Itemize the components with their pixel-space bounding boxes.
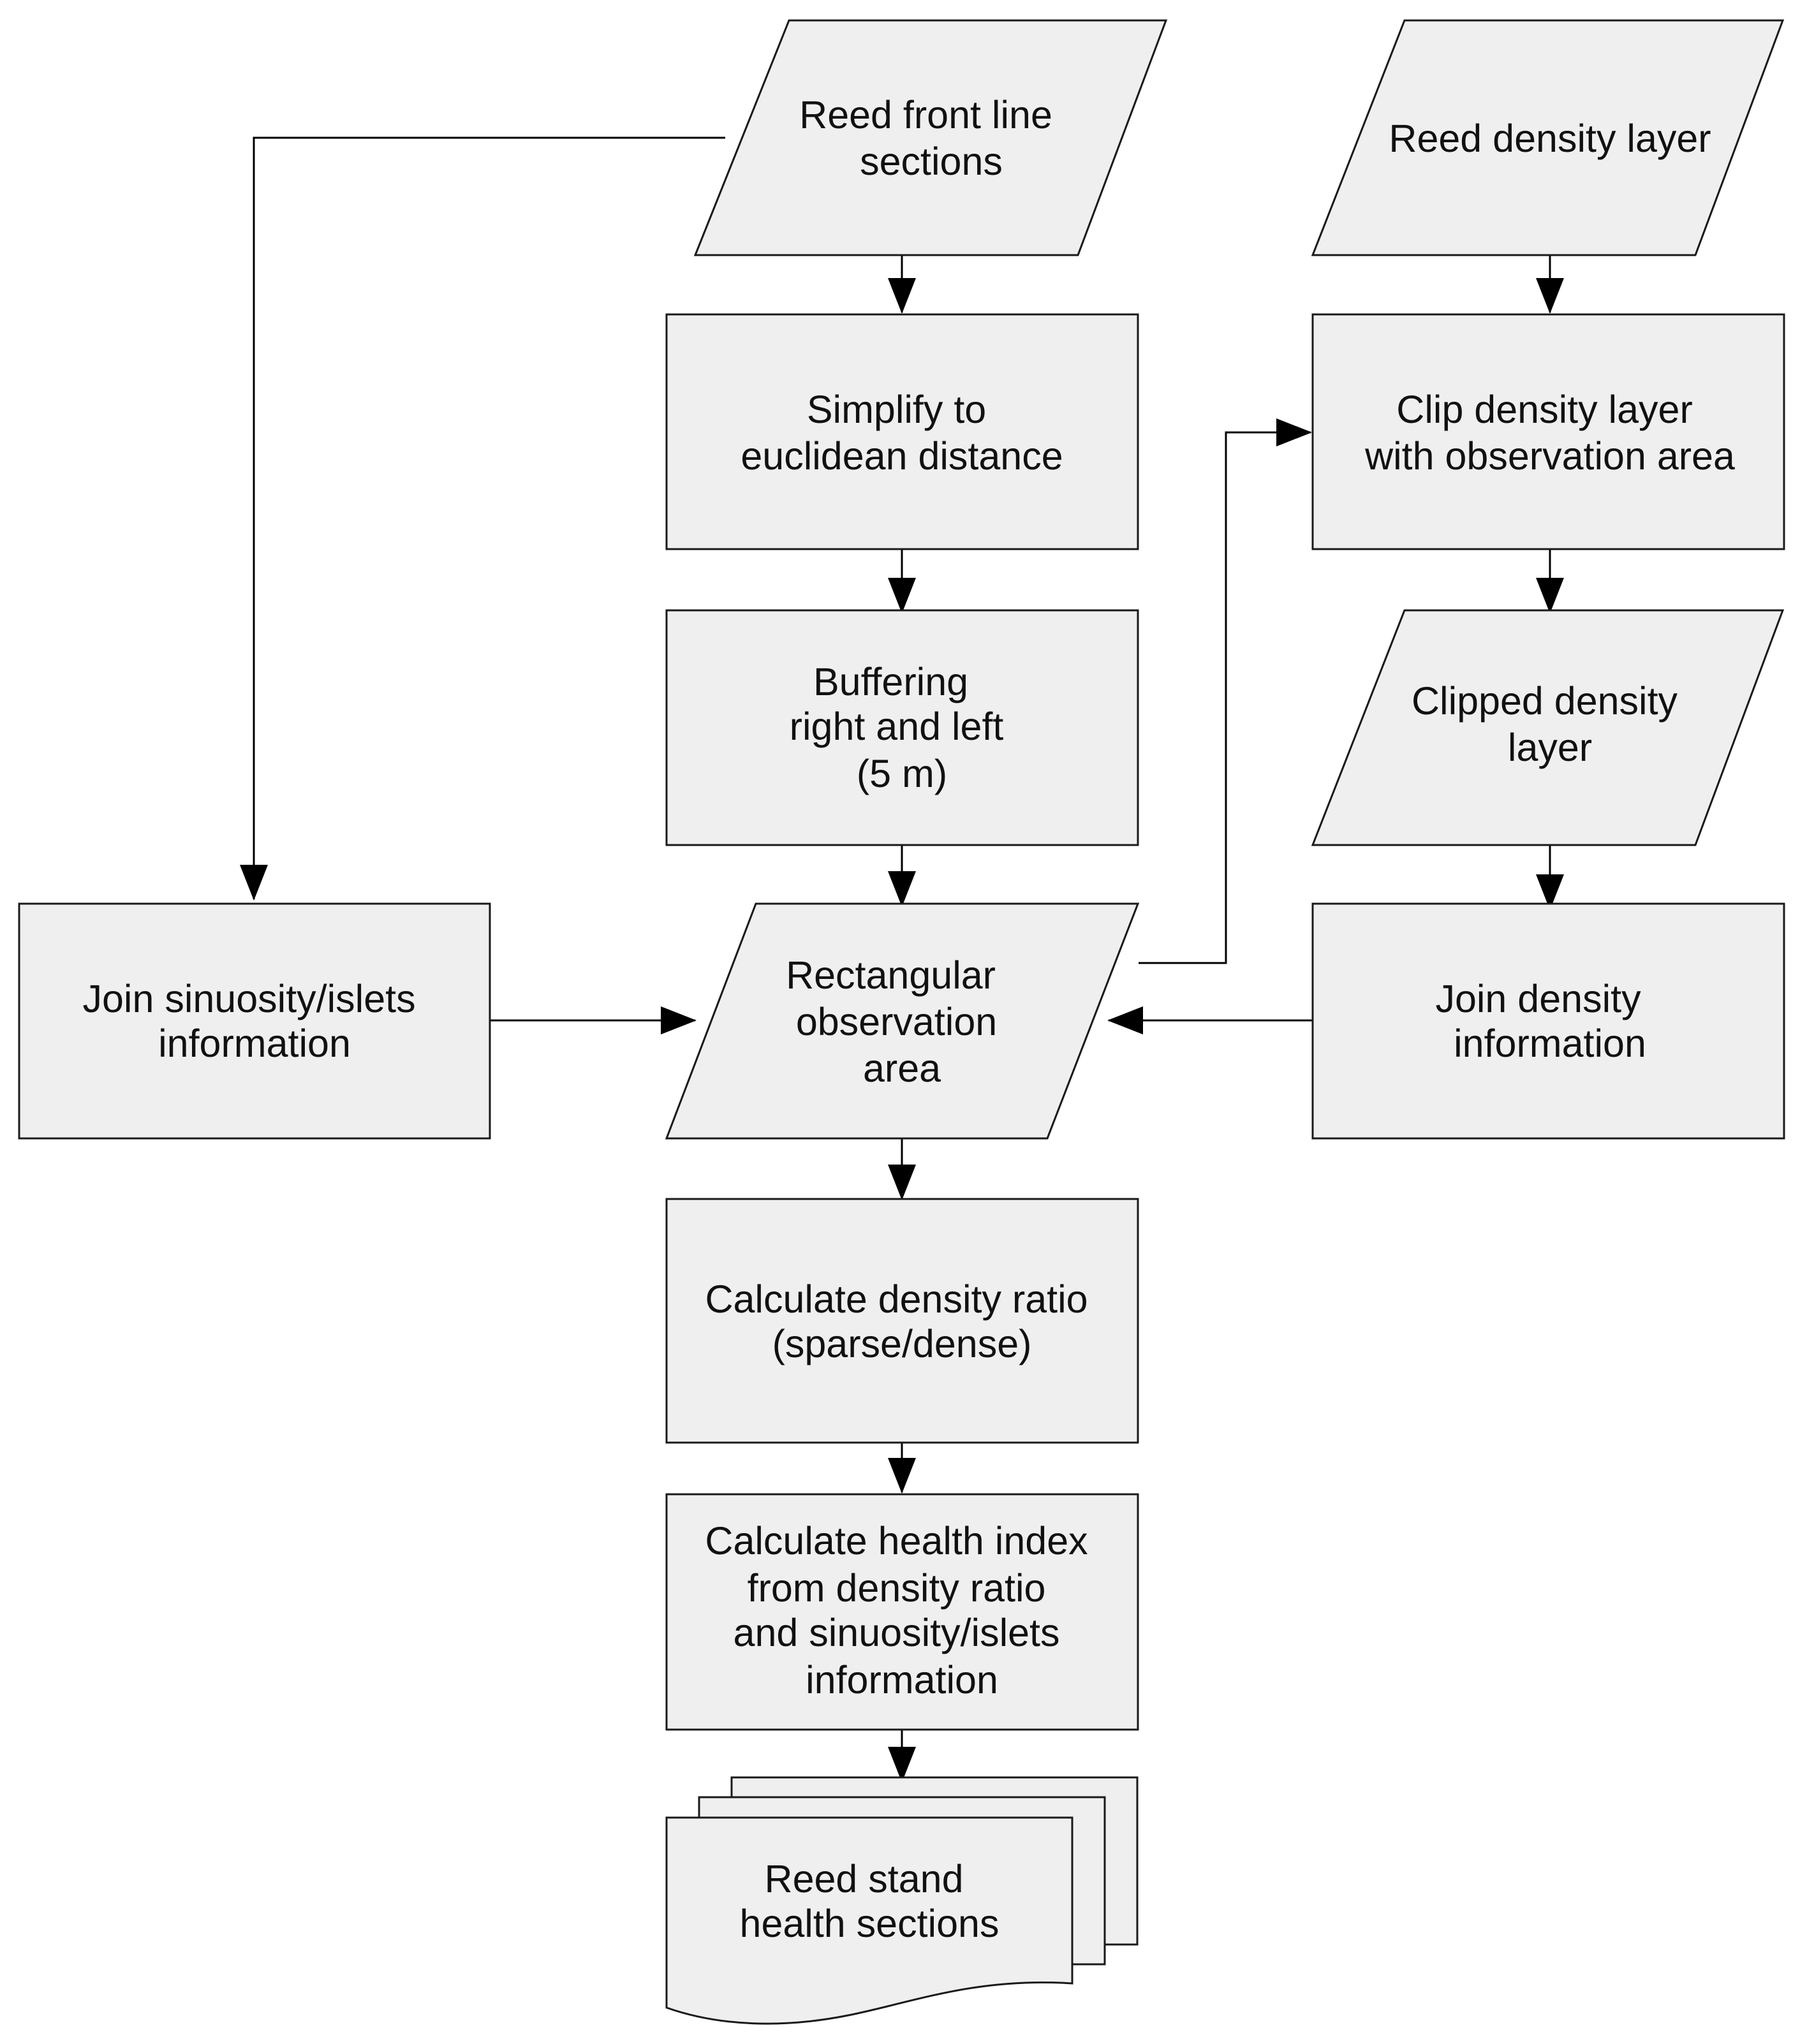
node-reed-density-layer: Reed density layer <box>1311 19 1785 256</box>
node-label-rectangular-observation-area: Rectangular observation area <box>786 953 1008 1090</box>
node-calculate-health-index: Calculate health index from density rati… <box>665 1493 1139 1731</box>
node-rectangular-observation-area: Rectangular observation area <box>665 902 1140 1140</box>
node-label-clipped-density-layer: Clipped density layer <box>1412 679 1688 769</box>
node-label-simplify-to-euclidean-distance: Simplify to euclidean distance <box>741 388 1063 478</box>
node-join-density-information: Join density information <box>1311 902 1785 1140</box>
document-stack-sheet-front <box>665 1816 1073 2025</box>
node-simplify-to-euclidean-distance: Simplify to euclidean distance <box>665 313 1139 550</box>
node-label-join-sinuosity-islets-information: Join sinuosity/islets information <box>82 977 426 1065</box>
node-clip-density-layer: Clip density layer with observation area <box>1311 313 1785 550</box>
node-reed-stand-health-sections: Reed stand health sections <box>665 1776 1139 2025</box>
nodes: Reed front line sections Reed density la… <box>18 19 1785 2025</box>
node-label-reed-stand-health-sections: Reed stand health sections <box>740 1857 999 1945</box>
node-calculate-density-ratio: Calculate density ratio (sparse/dense) <box>665 1198 1139 1444</box>
node-label-buffering: Buffering right and left (5 m) <box>790 660 1015 795</box>
node-label-calculate-density-ratio: Calculate density ratio (sparse/dense) <box>705 1277 1098 1365</box>
connector-reed-front-line-to-join-sinuosity <box>240 136 725 901</box>
connector-rectangular-area-to-clip <box>1139 418 1312 964</box>
node-label-reed-density-layer: Reed density layer <box>1389 117 1711 160</box>
node-label-calculate-health-index: Calculate health index from density rati… <box>705 1519 1098 1702</box>
node-clipped-density-layer: Clipped density layer <box>1311 609 1785 846</box>
node-join-sinuosity-islets-information: Join sinuosity/islets information <box>18 902 491 1140</box>
node-label-clip-density-layer: Clip density layer with observation area <box>1364 388 1735 478</box>
connectors <box>240 136 1564 1783</box>
node-label-reed-front-line-sections: Reed front line sections <box>799 93 1063 183</box>
node-buffering: Buffering right and left (5 m) <box>665 609 1139 846</box>
node-label-join-density-information: Join density information <box>1435 977 1651 1065</box>
node-reed-front-line-sections: Reed front line sections <box>693 19 1168 256</box>
